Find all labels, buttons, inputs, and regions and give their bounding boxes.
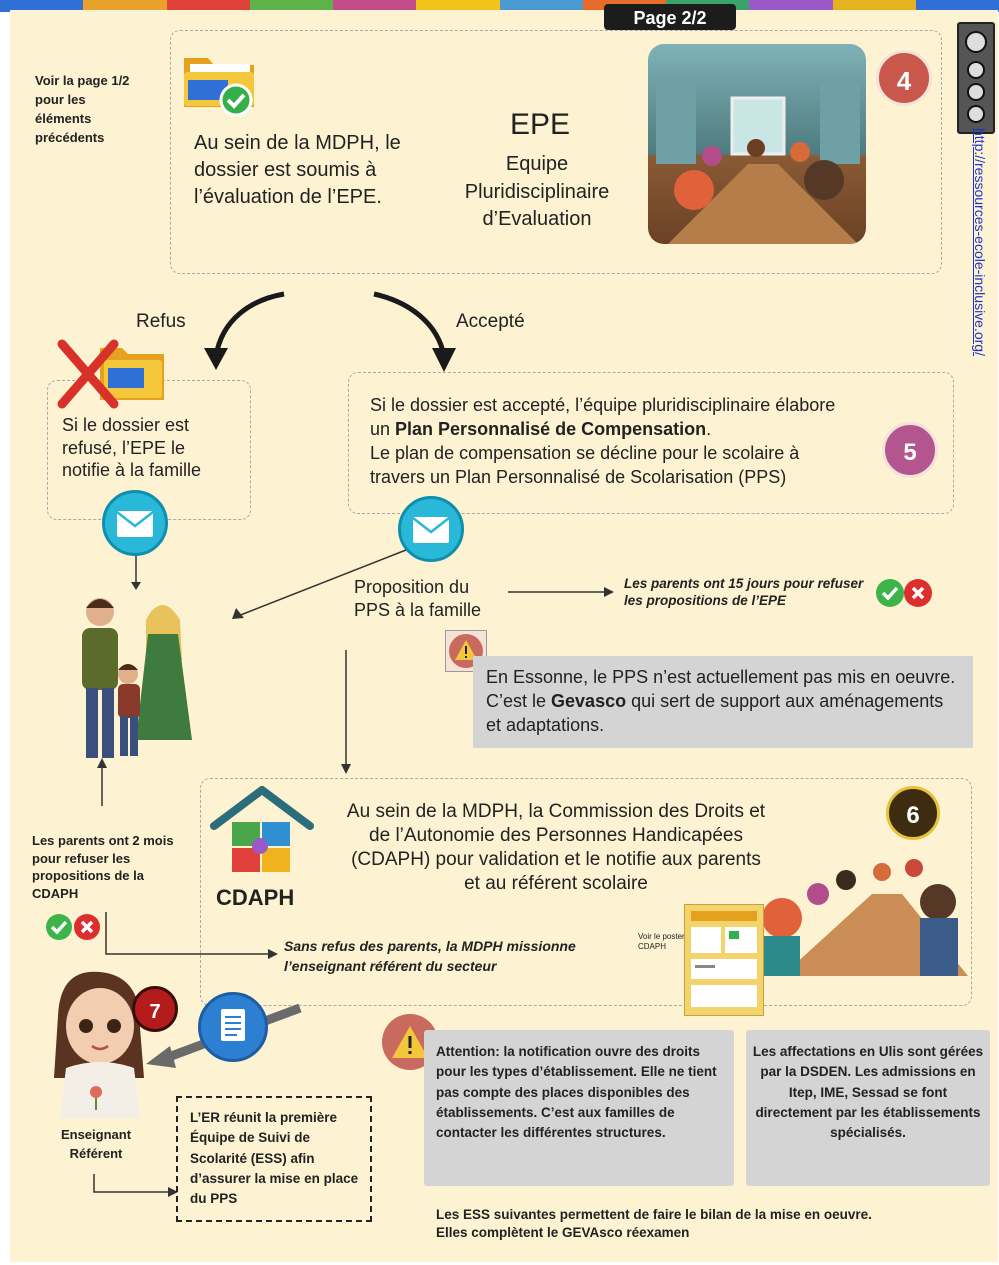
- delay2m-text: Les parents ont 2 mois pour refuser les …: [32, 833, 174, 901]
- folder-rejected-icon: [56, 338, 166, 410]
- arrow-proposition-to-family: [232, 549, 407, 619]
- step5-line2: Le plan de compensation se décline pour …: [370, 443, 800, 463]
- step6-box: [200, 778, 972, 1006]
- step7-label: Enseignant Référent: [60, 1127, 132, 1161]
- color-bar-segment: [832, 0, 916, 12]
- cdaph-poster-thumbnail[interactable]: [684, 904, 764, 1016]
- refuse-cross-icon: [904, 579, 932, 607]
- folder-check-icon: [182, 46, 258, 118]
- arrow-sans-refus: [105, 912, 278, 959]
- attention-box: [424, 1030, 734, 1186]
- branch-arrows: [204, 291, 456, 372]
- epe-line2: Pluridisciplinaire: [464, 181, 610, 203]
- family-illustration: [62, 590, 212, 766]
- affectations-text: Les affectations en Ulis sont gérées par…: [752, 1044, 984, 1140]
- referent-teacher-illustration: [44, 968, 154, 1118]
- step5-line1a: Si le dossier est accepté, l’équipe plur…: [370, 395, 836, 415]
- sans-refus-text: Sans refus des parents, la MDPH missionn…: [284, 938, 576, 975]
- attention-text: Attention: la notification ouvre des dro…: [436, 1044, 717, 1140]
- step5-line1b: un Plan Personnalisé de Compensation.: [370, 419, 712, 439]
- footer-line2: Elles complètent le GEVAsco réexamen: [436, 1225, 690, 1240]
- side-note: Voir la page 1/2 pour les éléments précé…: [35, 73, 130, 145]
- meeting-illustration: [648, 44, 866, 244]
- accept-check-icon-2: [46, 914, 72, 940]
- step4-box: [170, 30, 942, 274]
- er-text: L’ER réunit la première Équipe de Suivi …: [190, 1110, 359, 1206]
- arrow-up-to-family: [97, 758, 107, 806]
- mail-icon-refus: [102, 490, 168, 556]
- color-bar-segment: [333, 0, 417, 12]
- arrow-to-delay15: [508, 587, 614, 597]
- essonne-box: [473, 656, 973, 748]
- step6-number-badge: 6: [886, 786, 940, 840]
- poster-note: Voir le poster CDAPH: [638, 932, 685, 952]
- infographic-page: Page 2/2 Voir la page 1/2 pour les éléme…: [10, 4, 998, 1262]
- epe-line1: Equipe: [505, 153, 569, 175]
- color-bar-segment: [166, 0, 250, 12]
- epe-acronym: EPE: [510, 108, 571, 141]
- step6-text: Au sein de la MDPH, la Commission des Dr…: [346, 801, 766, 894]
- color-bar-segment: [83, 0, 167, 12]
- delay15-text: Les parents ont 15 jours pour refuser le…: [624, 576, 864, 608]
- document-icon: [198, 992, 268, 1062]
- cdaph-logo-label: CDAPH: [216, 885, 295, 910]
- step5-box: [348, 372, 954, 514]
- step5-number-badge: 5: [882, 422, 938, 478]
- arrow-to-er-box: [93, 1174, 178, 1197]
- color-bar-segment: [416, 0, 500, 12]
- essonne-text: En Essonne, le PPS n’est actuellement pa…: [486, 667, 956, 735]
- step7-number-badge: 7: [132, 986, 178, 1032]
- arrow-to-step6: [341, 650, 351, 774]
- resource-link[interactable]: http://ressources-ecole-inclusive.org/: [972, 128, 988, 356]
- color-bar-segment: [249, 0, 333, 12]
- color-bar-segment: [499, 0, 583, 12]
- arrow-to-family: [131, 556, 141, 590]
- accepte-label: Accepté: [456, 311, 525, 332]
- footer-line1: Les ESS suivantes permettent de faire le…: [436, 1207, 872, 1222]
- er-box: [176, 1096, 372, 1222]
- epe-line3: d’Evaluation: [482, 208, 592, 230]
- step4-text: Au sein de la MDPH, le dossier est soumi…: [194, 132, 401, 208]
- proposition-text: Proposition du PPS à la famille: [354, 577, 482, 620]
- step4-number-badge: 4: [876, 50, 932, 106]
- refus-text: Si le dossier est refusé, l’EPE le notif…: [62, 415, 202, 480]
- mail-icon-accepted: [398, 496, 464, 562]
- page-label: Page 2/2: [604, 4, 736, 30]
- step5-line3: travers un Plan Personnalisé de Scolaris…: [370, 467, 787, 487]
- commission-illustration: [742, 842, 968, 976]
- color-bar-segment: [915, 0, 999, 12]
- refuse-cross-icon-2: [74, 914, 100, 940]
- cc-license-icon: [957, 22, 995, 134]
- affectations-box: [746, 1030, 990, 1186]
- refus-label: Refus: [136, 311, 186, 332]
- color-bar-segment: [749, 0, 833, 12]
- accept-check-icon: [876, 579, 904, 607]
- cdaph-logo-icon: [210, 785, 314, 882]
- color-bar-segment: [0, 0, 84, 12]
